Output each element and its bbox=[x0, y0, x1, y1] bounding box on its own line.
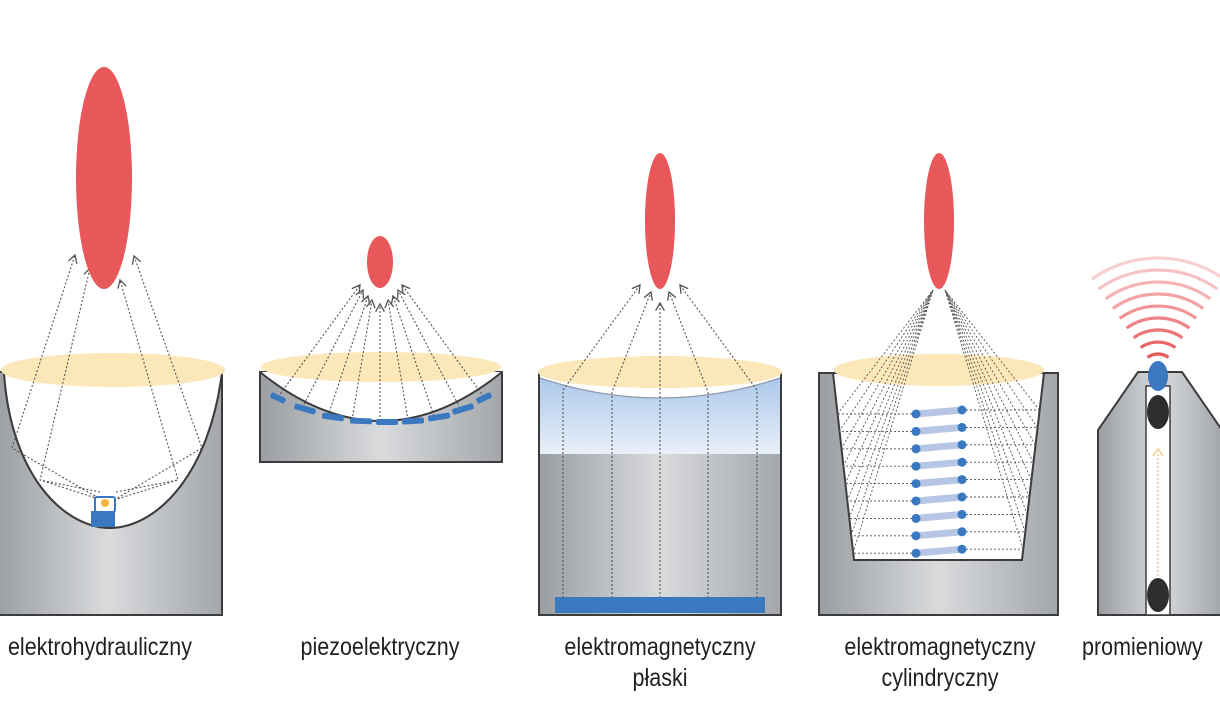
wavefront bbox=[1097, 268, 1219, 291]
caption-electrohydraulic-text: elektrohydrauliczny bbox=[7, 633, 193, 661]
cyl-ray bbox=[842, 289, 934, 467]
coil-node bbox=[911, 444, 921, 454]
cylindrical-coil bbox=[911, 405, 967, 558]
piezo-elements bbox=[270, 392, 492, 425]
caption-radial: promieniowy bbox=[1082, 632, 1220, 663]
coil-node bbox=[957, 422, 967, 432]
projectile-top bbox=[1147, 395, 1169, 429]
em-flat-generator bbox=[538, 153, 782, 616]
coil-node bbox=[911, 496, 921, 506]
coil-node bbox=[957, 405, 967, 415]
coil-node bbox=[957, 475, 967, 485]
coil-winding bbox=[912, 510, 966, 522]
caption-em-cylindrical: elektromagnetyczny cylindryczny bbox=[828, 632, 1052, 694]
cyl-ray bbox=[944, 289, 1030, 498]
piezoelectric-coupling-gel bbox=[261, 352, 501, 382]
coil-node bbox=[957, 492, 967, 502]
cyl-ray bbox=[838, 289, 934, 432]
coil-winding bbox=[912, 493, 966, 505]
caption-em-cyl-line1: elektromagnetyczny bbox=[844, 633, 1036, 661]
radial-waves-icon bbox=[1090, 256, 1220, 359]
electrohydraulic-rays bbox=[11, 253, 203, 501]
wavefront bbox=[1132, 328, 1184, 340]
coil-node bbox=[911, 531, 921, 541]
caption-em-flat-line1: elektromagnetyczny bbox=[564, 633, 756, 661]
piezoelectric-rays bbox=[277, 283, 485, 421]
cyl-ray bbox=[852, 289, 934, 554]
em-cyl-rays bbox=[837, 289, 1040, 554]
coil-winding bbox=[912, 476, 966, 488]
electrohydraulic-focal-zone bbox=[76, 67, 132, 289]
coil-node bbox=[957, 509, 967, 519]
cyl-ray bbox=[840, 289, 934, 450]
em-flat-focal-zone bbox=[645, 153, 675, 289]
projectile-arrow-icon bbox=[1152, 447, 1164, 457]
em-cylindrical-generator bbox=[818, 153, 1059, 616]
coil-winding bbox=[912, 545, 966, 557]
wavefront bbox=[1139, 340, 1177, 349]
caption-em-flat: elektromagnetyczny płaski bbox=[548, 632, 772, 694]
wavefront bbox=[1104, 280, 1212, 301]
caption-em-flat-line2: płaski bbox=[632, 664, 688, 692]
em-flat-rays bbox=[562, 283, 758, 598]
coil-node bbox=[911, 513, 921, 523]
electrohydraulic-source bbox=[91, 511, 115, 527]
coil-winding bbox=[912, 441, 966, 453]
wavefront bbox=[1090, 256, 1220, 281]
piezoelectric-focal-zone bbox=[367, 236, 393, 288]
em-cyl-coupling-gel bbox=[834, 354, 1044, 386]
coil-node bbox=[957, 527, 967, 537]
wavefront bbox=[1125, 316, 1191, 330]
cyl-ray bbox=[944, 289, 1026, 532]
coil-winding bbox=[912, 423, 966, 435]
coil-node bbox=[957, 440, 967, 450]
flat-coil bbox=[555, 597, 765, 613]
caption-em-cyl-line2: cylindryczny bbox=[881, 664, 999, 692]
cyl-ray bbox=[944, 289, 1040, 411]
electrohydraulic-reflector bbox=[3, 371, 223, 530]
cyl-ray bbox=[944, 289, 1024, 550]
coil-node bbox=[957, 457, 967, 467]
coil-node bbox=[911, 426, 921, 436]
coil-node bbox=[911, 479, 921, 489]
caption-radial-text: promieniowy bbox=[1082, 633, 1203, 661]
coil-winding bbox=[912, 528, 966, 540]
coil-node bbox=[911, 548, 921, 558]
wavefront bbox=[1118, 304, 1198, 320]
cyl-ray bbox=[944, 289, 1034, 463]
radial-generator bbox=[1090, 256, 1220, 616]
cyl-ray bbox=[850, 289, 934, 536]
caption-piezoelectric-text: piezoelektryczny bbox=[300, 633, 460, 661]
em-cyl-focal-zone bbox=[924, 153, 954, 289]
wavefront bbox=[1111, 292, 1205, 310]
coil-node bbox=[957, 544, 967, 554]
piezoelectric-generator bbox=[259, 236, 503, 463]
cyl-ray bbox=[848, 289, 934, 519]
projectile-bottom bbox=[1147, 578, 1169, 612]
applicator-tip bbox=[1148, 361, 1168, 391]
cyl-ray bbox=[944, 289, 1036, 446]
electrohydraulic-coupling-gel bbox=[1, 353, 225, 387]
coil-winding bbox=[912, 406, 966, 418]
caption-electrohydraulic: elektrohydrauliczny bbox=[0, 632, 212, 663]
cyl-ray bbox=[944, 289, 1038, 428]
coil-winding bbox=[912, 458, 966, 470]
wavefront bbox=[1146, 352, 1170, 359]
coil-node bbox=[911, 409, 921, 419]
cyl-ray bbox=[944, 289, 1032, 480]
cyl-ray bbox=[844, 289, 934, 484]
coil-node bbox=[911, 461, 921, 471]
cyl-ray bbox=[846, 289, 934, 502]
electrohydraulic-generator bbox=[0, 67, 225, 616]
spark-icon bbox=[101, 499, 109, 507]
caption-piezoelectric: piezoelektryczny bbox=[268, 632, 492, 663]
